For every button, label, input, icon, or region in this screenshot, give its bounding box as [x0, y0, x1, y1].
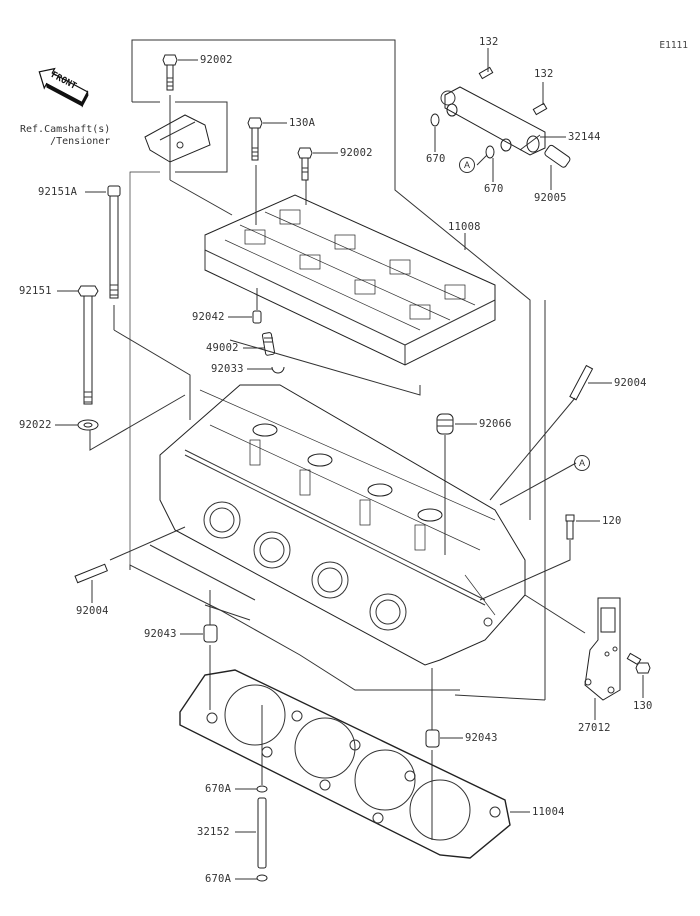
bolt-130: [626, 652, 651, 674]
bolt-92002-mid: [297, 147, 313, 181]
callout-49002[interactable]: 49002: [206, 342, 239, 354]
head-gasket-11004: [179, 669, 511, 859]
cylinder-head: [159, 384, 526, 666]
stud-92004-right: [569, 364, 594, 401]
camshaft-holder-11008: [204, 194, 496, 366]
bracket-27012: [584, 597, 621, 701]
bolt-120: [565, 514, 575, 540]
camshaft-bracket-ref: [144, 114, 211, 163]
callout-92022[interactable]: 92022: [19, 419, 52, 431]
callout-670-b[interactable]: 670: [484, 183, 504, 195]
oil-pipe-32152: [257, 797, 267, 869]
bolt-92151A: [107, 185, 121, 299]
label-leaders: [55, 59, 644, 880]
oring-670A-bottom: [256, 874, 268, 882]
dowel-92043-right: [425, 729, 440, 748]
callout-92004-right[interactable]: 92004: [614, 377, 647, 389]
callout-670A-top[interactable]: 670A: [205, 783, 232, 795]
reference-marker-a-head: A: [574, 455, 590, 471]
front-arrow-icon: [38, 67, 89, 108]
callout-92151[interactable]: 92151: [19, 285, 52, 297]
bolt-130A: [247, 117, 263, 161]
callout-32144[interactable]: 32144: [568, 131, 601, 143]
callout-670-a[interactable]: 670: [426, 153, 446, 165]
clip-92033: [271, 366, 285, 374]
reference-note: Ref.Camshaft(s) /Tensioner: [20, 124, 111, 147]
callout-27012[interactable]: 27012: [578, 722, 611, 734]
leader-lines-oil-pipe: [434, 48, 566, 190]
callout-130A[interactable]: 130A: [289, 117, 316, 129]
callout-132-b[interactable]: 132: [534, 68, 554, 80]
plug-92066: [436, 413, 454, 435]
callout-92043-right[interactable]: 92043: [465, 732, 498, 744]
callout-132-a[interactable]: 132: [479, 36, 499, 48]
callout-11004[interactable]: 11004: [532, 806, 565, 818]
callout-92066[interactable]: 92066: [479, 418, 512, 430]
oil-pipe-32144: [440, 86, 546, 156]
callout-92033[interactable]: 92033: [211, 363, 244, 375]
bolt-132-a: [478, 66, 494, 80]
oring-670A-top: [256, 785, 268, 793]
callout-130[interactable]: 130: [633, 700, 653, 712]
callout-92042[interactable]: 92042: [192, 311, 225, 323]
oring-670-b: [485, 145, 495, 159]
stud-92004-left: [74, 563, 108, 584]
callout-120[interactable]: 120: [602, 515, 622, 527]
callout-11008[interactable]: 11008: [448, 221, 481, 233]
bolt-92002-top: [162, 54, 178, 91]
reference-marker-a-top: A: [459, 157, 475, 173]
washer-92022: [77, 419, 99, 431]
callout-32152[interactable]: 32152: [197, 826, 230, 838]
fitting-92005: [544, 144, 571, 168]
callout-92151A[interactable]: 92151A: [38, 186, 78, 198]
dowel-92043-left: [203, 624, 218, 643]
callout-92004-left[interactable]: 92004: [76, 605, 109, 617]
callout-92043-left[interactable]: 92043: [144, 628, 177, 640]
oring-670-a: [430, 113, 440, 127]
leader-lines: [89, 39, 586, 840]
bolt-132-b: [532, 102, 548, 116]
dowel-92042: [252, 310, 262, 324]
lifter-49002: [261, 332, 276, 356]
callout-92002-top[interactable]: 92002: [200, 54, 233, 66]
callout-92005[interactable]: 92005: [534, 192, 567, 204]
bolt-92151: [77, 285, 99, 405]
figure-code: E1111: [659, 40, 688, 51]
callout-670A-bottom[interactable]: 670A: [205, 873, 232, 885]
callout-92002-mid[interactable]: 92002: [340, 147, 373, 159]
